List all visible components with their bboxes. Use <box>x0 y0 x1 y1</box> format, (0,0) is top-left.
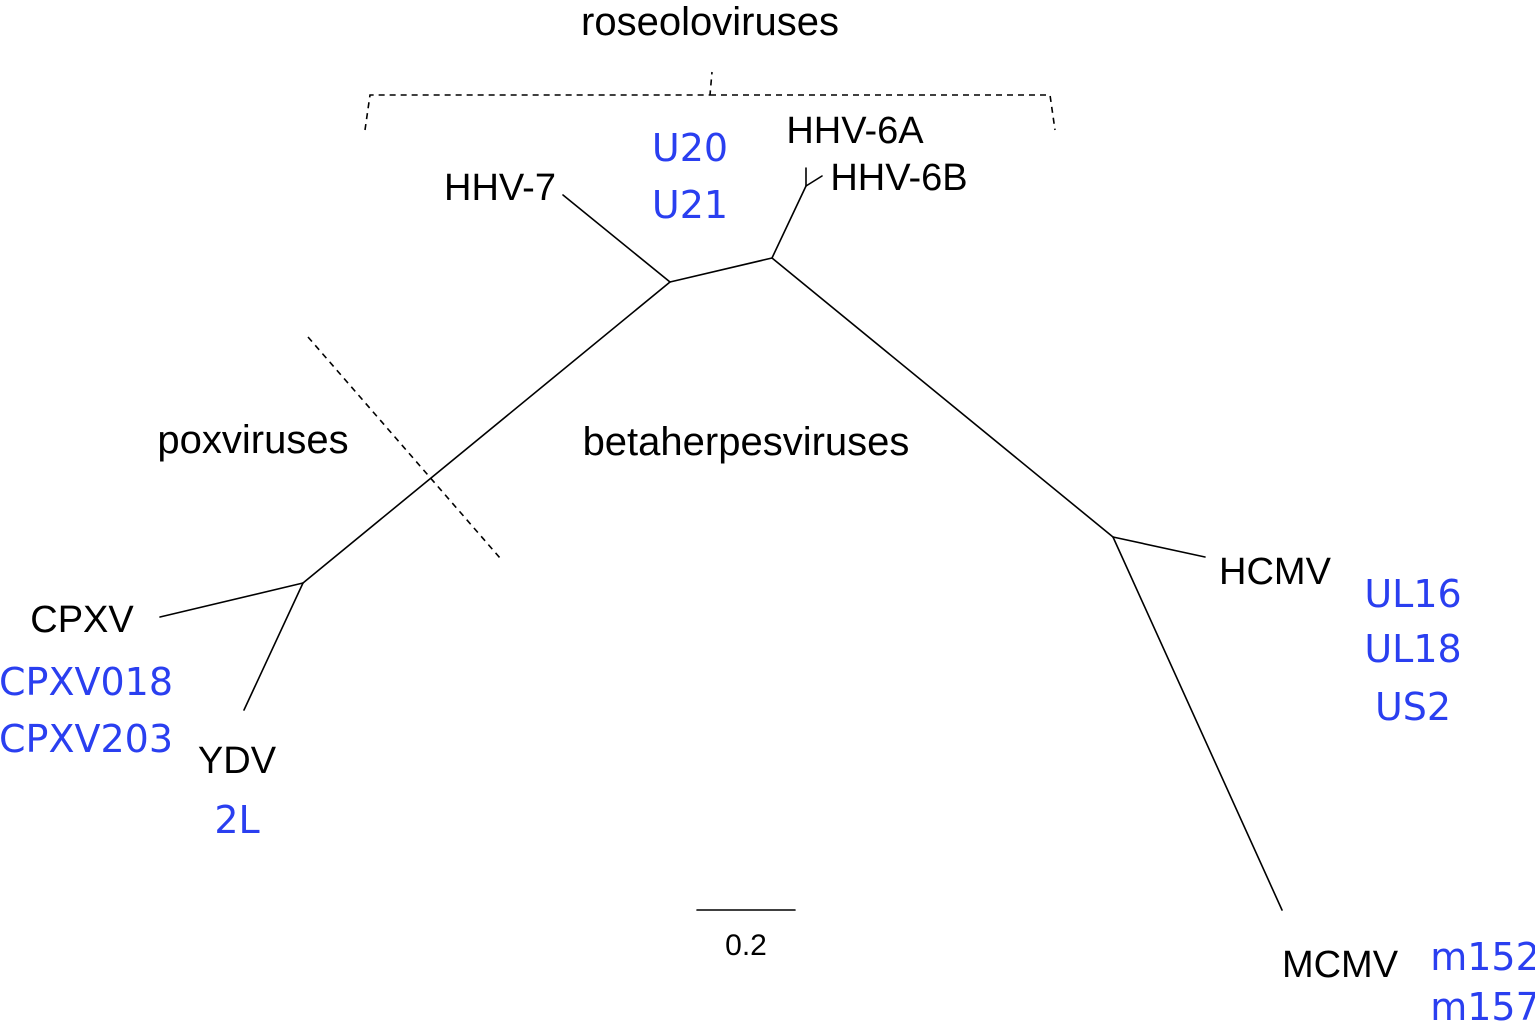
group-label-betaherpesviruses: betaherpesviruses <box>583 420 910 464</box>
gene-label-us2: US2 <box>1375 685 1451 729</box>
gene-label-cpxv018: CPXV018 <box>0 660 173 704</box>
scale-bar-label: 0.2 <box>725 929 767 962</box>
branch-hhv7 <box>562 194 671 283</box>
gene-label-ul16: UL16 <box>1364 572 1461 616</box>
gene-label-m157: m157 <box>1430 985 1535 1027</box>
branch-hcmv <box>1112 536 1206 558</box>
taxon-label-cpxv: CPXV <box>30 599 134 641</box>
gene-label-cpxv203: CPXV203 <box>0 717 173 761</box>
gene-label-u20: U20 <box>652 126 728 170</box>
poxvirus-divider <box>307 336 501 559</box>
branch-internal-roseolo <box>669 257 773 283</box>
branch-hhv6b <box>805 175 823 187</box>
group-label-roseoloviruses: roseoloviruses <box>581 0 839 44</box>
gene-labels: U20 U21 UL16 UL18 US2 m152 m157 CPXV018 … <box>0 126 1535 1027</box>
gene-label-ul18: UL18 <box>1364 627 1461 671</box>
branch-pox-stem <box>302 281 671 584</box>
taxon-label-mcmv: MCMV <box>1282 944 1399 986</box>
taxon-label-hhv7: HHV-7 <box>444 167 556 209</box>
gene-label-m152: m152 <box>1430 935 1535 979</box>
taxon-label-hcmv: HCMV <box>1219 551 1332 593</box>
tree-branches <box>159 167 1283 911</box>
gene-label-2l: 2L <box>214 798 259 842</box>
taxon-label-hhv6a: HHV-6A <box>786 110 924 152</box>
taxon-label-hhv6b: HHV-6B <box>830 157 967 199</box>
taxon-label-ydv: YDV <box>198 740 277 782</box>
branch-ydv <box>243 582 304 711</box>
roseolovirus-bracket <box>364 71 1056 131</box>
branch-cpxv <box>159 582 304 618</box>
gene-label-u21: U21 <box>652 183 728 227</box>
branch-mcmv <box>1112 536 1283 911</box>
branch-cmv-stem <box>771 257 1114 538</box>
group-label-poxviruses: poxviruses <box>157 418 348 462</box>
branch-hhv6 <box>771 185 807 259</box>
